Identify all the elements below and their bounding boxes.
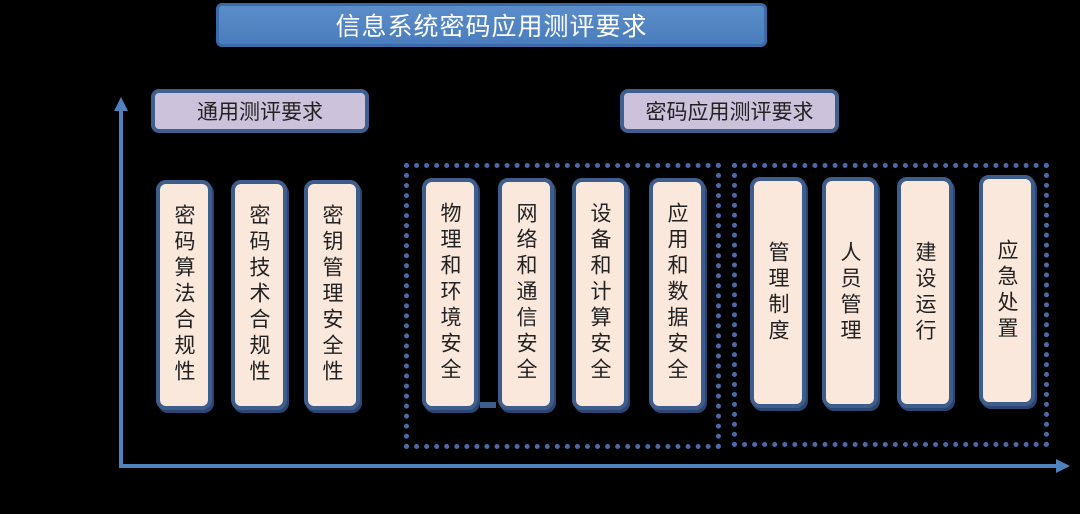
card-device-computing-security: 设备和计算安全	[572, 178, 628, 410]
category-crypto-application-label: 密码应用测评要求	[645, 100, 814, 124]
technical-group-frame	[404, 163, 721, 449]
category-general-label: 通用测评要求	[197, 100, 323, 124]
card-label: 管理制度	[766, 240, 790, 345]
diagram-title-text: 信息系统密码应用测评要求	[335, 12, 648, 41]
category-general: 通用测评要求	[151, 89, 369, 133]
card-label: 网络和通信安全	[514, 202, 538, 384]
card-label: 密码算法合规性	[172, 204, 196, 386]
y-axis-arrow-icon	[114, 97, 128, 111]
management-group-frame	[732, 163, 1049, 447]
category-crypto-application: 密码应用测评要求	[620, 89, 839, 133]
diagram-title: 信息系统密码应用测评要求	[216, 3, 767, 47]
x-axis-arrow-icon	[1056, 459, 1070, 473]
card-label: 物理和环境安全	[438, 202, 462, 384]
y-axis	[119, 108, 123, 468]
card-algorithm-compliance: 密码算法合规性	[156, 180, 212, 410]
card-physical-environment-security: 物理和环境安全	[422, 178, 478, 410]
x-axis	[119, 464, 1059, 468]
card-label: 密钥管理安全性	[320, 204, 344, 386]
card-personnel-management: 人员管理	[822, 177, 878, 408]
card-application-data-security: 应用和数据安全	[649, 178, 705, 410]
card-network-communication-security: 网络和通信安全	[498, 178, 554, 410]
card-label: 应急处置	[995, 238, 1019, 343]
card-label: 密码技术合规性	[247, 204, 271, 386]
card-construction-operation: 建设运行	[897, 177, 953, 408]
card-technology-compliance: 密码技术合规性	[231, 180, 287, 410]
card-label: 应用和数据安全	[665, 202, 689, 384]
connector-stub	[480, 402, 496, 408]
card-emergency-response: 应急处置	[979, 175, 1035, 406]
card-label: 设备和计算安全	[588, 202, 612, 384]
card-key-management-security: 密钥管理安全性	[304, 180, 360, 410]
card-label: 人员管理	[838, 240, 862, 345]
card-management-system: 管理制度	[750, 177, 806, 408]
card-label: 建设运行	[913, 240, 937, 345]
